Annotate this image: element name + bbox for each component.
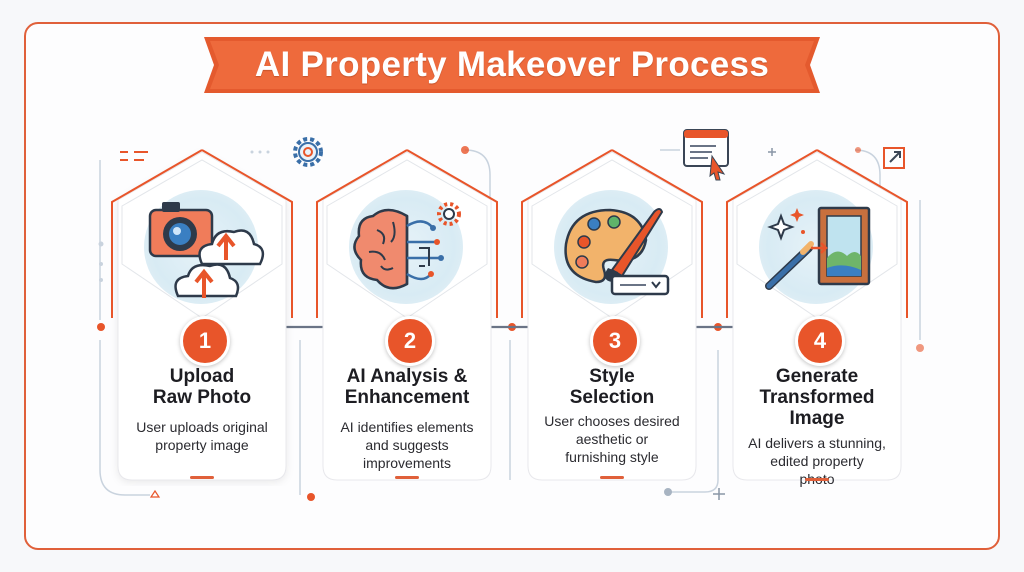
- page-title: AI Property Makeover Process: [254, 45, 770, 84]
- step-number-badge: 2: [385, 316, 435, 366]
- step-number-badge: 4: [795, 316, 845, 366]
- step-card-3: 3 Style Selection User chooses desired a…: [520, 148, 704, 486]
- step-number-badge: 3: [590, 316, 640, 366]
- camera-upload-icon: [148, 202, 265, 298]
- step-title: Upload Raw Photo: [152, 366, 252, 408]
- step-title: Generate Transformed Image: [759, 366, 875, 429]
- gear-icon: [293, 137, 323, 167]
- step-description: AI identifies elements and suggests impr…: [340, 419, 474, 471]
- step-card-1: 1 Upload Raw Photo User uploads original…: [110, 148, 294, 486]
- step-description: User uploads original property image: [136, 419, 268, 453]
- step-underline: [190, 476, 214, 479]
- magic-wand-picture-icon: [765, 206, 871, 290]
- step-description: User chooses desired aesthetic or furnis…: [544, 413, 680, 465]
- step-underline: [805, 478, 829, 481]
- step-title: Style Selection: [569, 366, 655, 408]
- step-title: AI Analysis & Enhancement: [344, 366, 470, 408]
- step-underline: [395, 476, 419, 479]
- step-underline: [600, 476, 624, 479]
- title-banner: AI Property Makeover Process: [196, 33, 828, 97]
- banner-ribbon: [204, 37, 820, 93]
- step-card-4: 4 Generate Transformed Image AI delivers…: [725, 148, 909, 487]
- step-card-2: 2 AI Analysis & Enhancement AI identifie…: [315, 148, 499, 486]
- step-number-badge: 1: [180, 316, 230, 366]
- palette-brush-icon: [564, 208, 670, 296]
- brain-circuit-icon: [353, 202, 461, 290]
- step-description: AI delivers a stunning, edited property …: [748, 435, 886, 487]
